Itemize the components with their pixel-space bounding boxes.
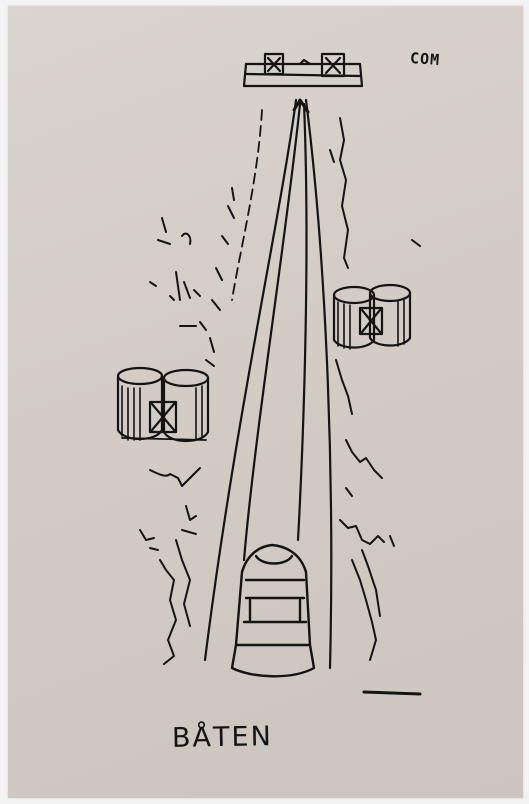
left-tanks — [118, 368, 208, 441]
right-vegetation — [330, 118, 420, 694]
boat — [232, 545, 314, 676]
right-tanks — [334, 285, 410, 349]
converging-road — [205, 100, 331, 668]
corner-label: COM — [409, 49, 440, 69]
sketch-title: BÅTEN — [172, 721, 273, 754]
top-platform — [244, 54, 362, 86]
